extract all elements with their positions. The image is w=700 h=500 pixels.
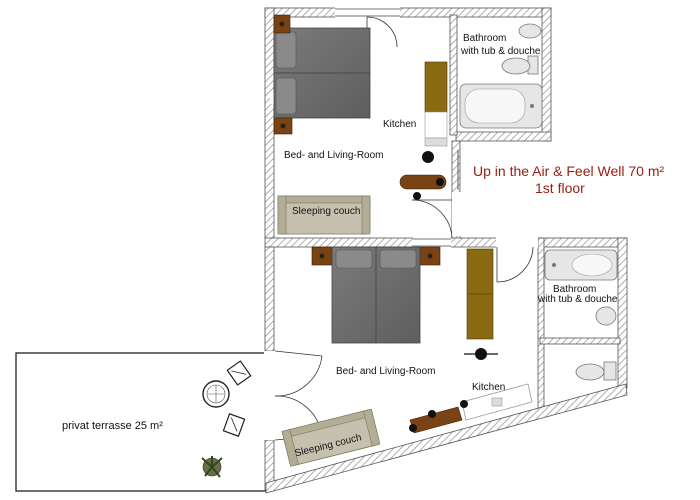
bathroom-bottom-label: Bathroom [553, 284, 596, 295]
kitchen-unit-bottom [461, 383, 533, 421]
bed-icon [331, 246, 421, 344]
bathtub-icon [459, 83, 543, 129]
sofa-icon [281, 408, 381, 467]
table-icon [202, 380, 230, 408]
chair-icon [422, 151, 434, 163]
window-lines [335, 8, 451, 247]
living-room-bottom-label: Bed- and Living-Room [336, 366, 436, 377]
bathroom-top-label: Bathroom [463, 33, 506, 44]
table-icon [409, 400, 468, 434]
sink-icon [595, 306, 617, 326]
nightstand-icon [311, 246, 441, 266]
nightstand-icon [273, 14, 293, 135]
bathroom-bottom-sublabel: with tub & douche [537, 294, 618, 305]
couch-top-label: Sleeping couch [292, 206, 360, 217]
toilet-icon [501, 55, 539, 75]
kitchen-top-label: Kitchen [383, 119, 416, 130]
kitchen-bottom-label: Kitchen [472, 382, 505, 393]
sofa-icon [277, 195, 371, 235]
bed-icon [273, 27, 371, 119]
toilet-icon [575, 361, 617, 381]
chair-icon [222, 413, 246, 437]
page-title: Up in the Air & Feel Well 70 m² [473, 163, 664, 179]
kitchen-counter-top [424, 61, 448, 147]
kitchen-counter-bottom [466, 248, 494, 340]
terrace-label: privat terrasse 25 m² [62, 420, 163, 432]
openings [264, 7, 538, 440]
page-subtitle: 1st floor [535, 180, 585, 196]
table-icon [399, 174, 447, 200]
walls [264, 7, 628, 494]
chair-icon [464, 348, 498, 360]
living-room-top-label: Bed- and Living-Room [284, 150, 384, 161]
sink-icon [518, 23, 542, 39]
chair-icon [226, 360, 252, 386]
terrace-area [15, 352, 267, 492]
bathtub-icon [544, 249, 618, 281]
plant-icon [201, 456, 223, 478]
bathroom-top-sublabel: with tub & douche [460, 46, 541, 57]
